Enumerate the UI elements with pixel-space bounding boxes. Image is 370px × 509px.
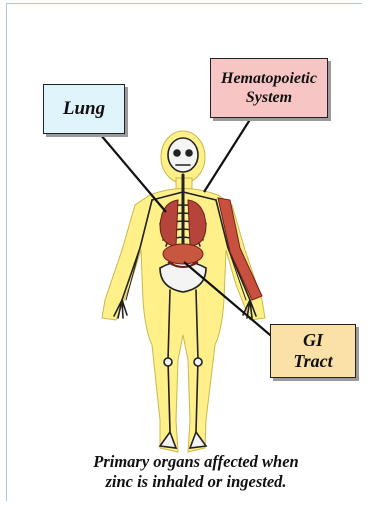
gi-label-line1: GI (293, 330, 332, 351)
caption-line1: Primary organs affected when (36, 452, 356, 472)
hematopoietic-label-line1: Hematopoietic (221, 69, 317, 88)
figure-caption: Primary organs affected when zinc is inh… (36, 452, 356, 492)
intestines-icon (163, 244, 203, 267)
caption-line2: zinc is inhaled or ingested. (36, 472, 356, 492)
gi-label-line2: Tract (293, 351, 332, 372)
hematopoietic-label-box: Hematopoietic System (210, 58, 328, 118)
lung-pointer-line (100, 134, 166, 212)
hematopoietic-label-line2: System (221, 88, 317, 107)
gi-tract-label-box: GI Tract (270, 324, 356, 378)
lung-label-box: Lung (43, 84, 125, 134)
lung-label: Lung (63, 98, 105, 120)
